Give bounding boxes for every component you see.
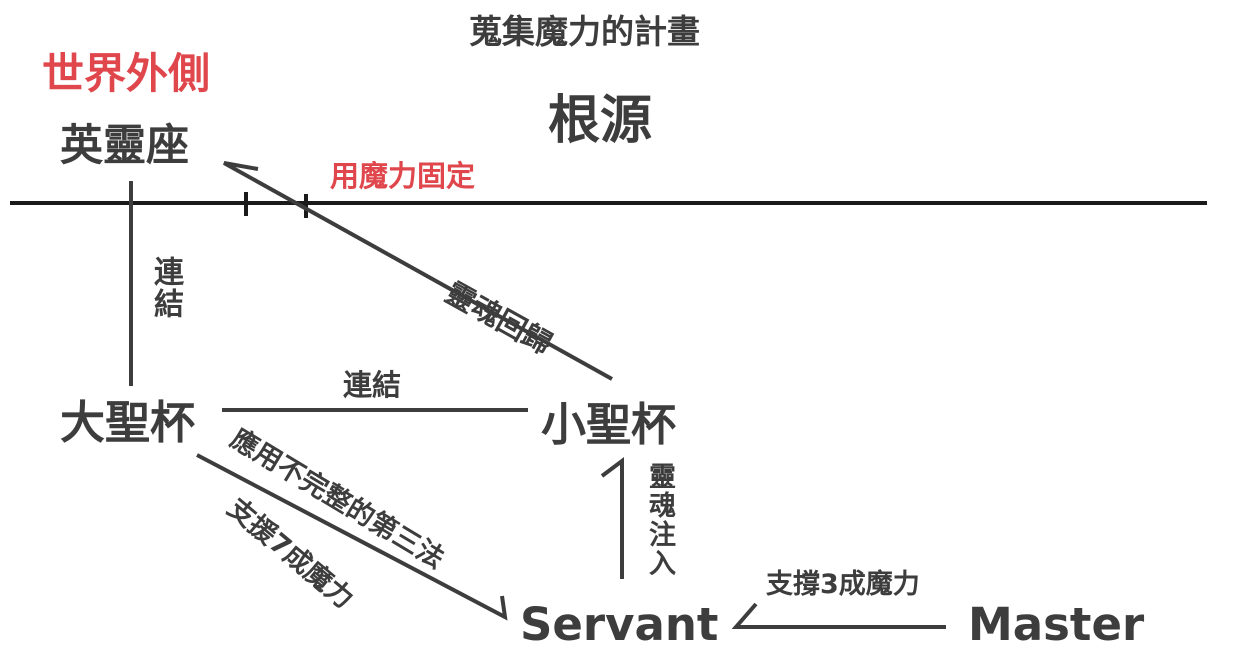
soul-inject-arrow xyxy=(600,457,624,579)
node-servant: Servant xyxy=(520,598,719,651)
master-support-arrow xyxy=(731,602,946,629)
label-link-horizontal: 連結 xyxy=(343,368,402,402)
node-greater-grail: 大聖杯 xyxy=(60,396,196,449)
label-fix-with-mana: 用魔力固定 xyxy=(330,159,476,193)
diagram-title: 蒐集魔力的計畫 xyxy=(469,12,700,51)
node-root: 根源 xyxy=(548,91,653,151)
label-support-30: 支撐3成魔力 xyxy=(766,569,920,600)
node-throne-of-heroes: 英靈座 xyxy=(60,121,189,171)
label-link-vertical: 連結 xyxy=(148,256,183,320)
label-soul-inject: 靈魂注入 xyxy=(644,462,675,578)
node-master: Master xyxy=(968,598,1145,651)
support-servant-arrow xyxy=(196,453,508,621)
node-lesser-grail: 小聖杯 xyxy=(541,398,677,451)
soul-return-arrow xyxy=(223,161,613,381)
node-outside-world: 世界外側 xyxy=(42,49,211,98)
